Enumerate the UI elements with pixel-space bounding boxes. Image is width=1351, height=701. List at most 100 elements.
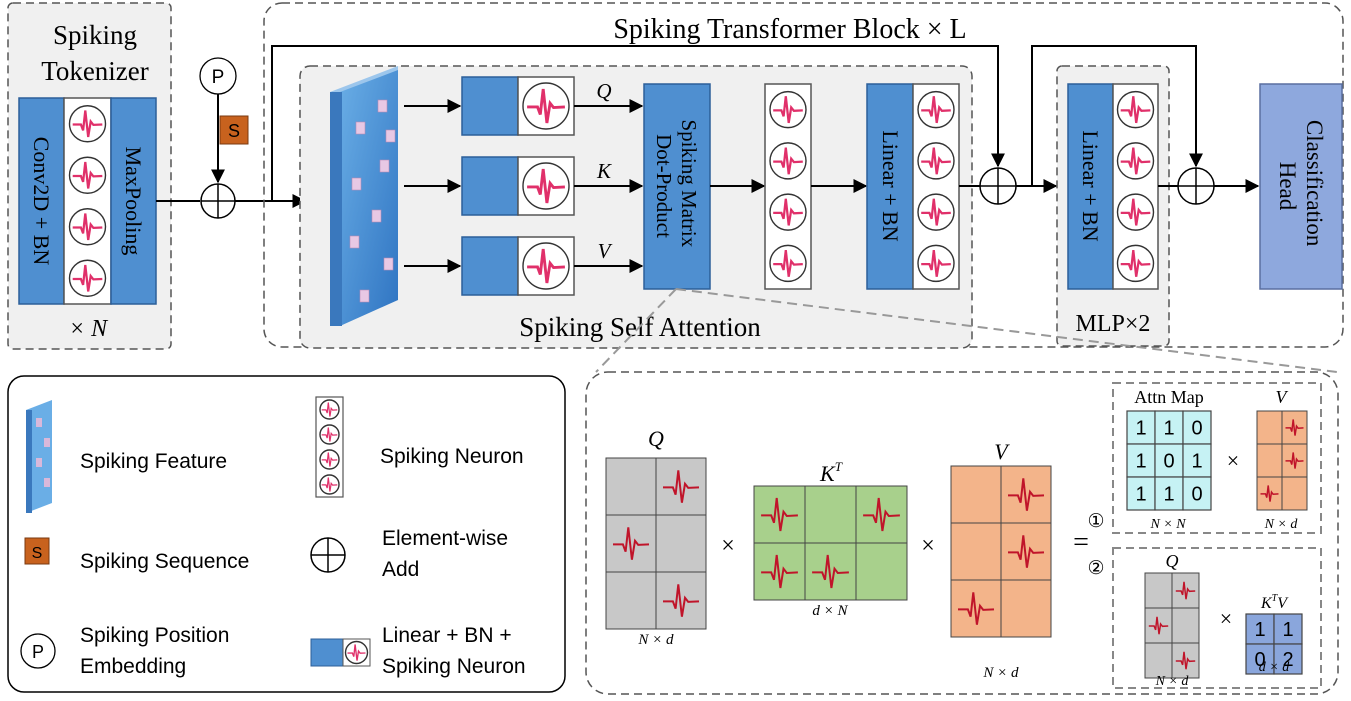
legend-pe-symbol: P <box>32 642 44 662</box>
v-small-dim: N × d <box>1264 517 1299 532</box>
conv-bn-label: Conv2D + BN <box>29 137 54 266</box>
matrix-cell <box>753 542 806 601</box>
spiking-neuron-icon <box>1116 193 1155 231</box>
classification-head-line2: Head <box>1275 162 1300 211</box>
legend-element-add-line2: Add <box>382 558 419 581</box>
mlp-linear-label: Linear + BN <box>1078 130 1103 241</box>
matrix-cell: 1 <box>1154 410 1184 445</box>
legend-pe-line2: Embedding <box>80 655 186 678</box>
detail-kt-dim: d × N <box>812 603 848 619</box>
v-linear-block <box>461 236 519 296</box>
spiking-neuron-icon <box>917 193 955 231</box>
spiking-neuron-icon <box>917 142 955 180</box>
q-small-label: Q <box>1166 551 1179 571</box>
feature-spike-patch <box>355 121 366 135</box>
legend-spiking-neuron: Spiking Neuron <box>380 445 524 468</box>
spiking-neuron-icon <box>769 193 807 231</box>
classification-head-block <box>1259 83 1343 290</box>
matrix-cell <box>804 542 857 601</box>
spiking-neuron-icon <box>319 399 340 420</box>
matrix-cell: 1 <box>1126 476 1156 511</box>
detail-kt-label: KT <box>819 459 843 486</box>
ktv-label: KTV <box>1260 593 1289 612</box>
feature-spike-patch <box>351 177 362 191</box>
tokenizer-neurons <box>68 105 107 297</box>
matrix-cell: 0 <box>1245 643 1275 675</box>
matrix-cell <box>950 522 1002 581</box>
matrix-cell <box>1144 642 1173 679</box>
matrix-cell: 0 <box>1154 443 1184 478</box>
matrix-cell <box>1171 572 1200 609</box>
spiking-neuron-icon <box>1116 142 1155 180</box>
maxpooling-label: MaxPooling <box>121 147 146 256</box>
spiking-neuron-icon <box>917 244 955 283</box>
matrix-cell <box>655 571 707 630</box>
legend-pe-line1: Spiking Position <box>80 624 229 647</box>
matrix-cell <box>1144 607 1173 644</box>
v-spiking-neuron-icon <box>522 242 570 290</box>
legend-spiking-sequence-icon <box>24 537 50 565</box>
q-small-dim: N × d <box>1155 674 1190 689</box>
matrix-cell <box>605 457 657 516</box>
legend-linear-line1: Linear + BN + <box>382 624 512 647</box>
feature-spike-patch <box>377 99 388 113</box>
legend-linear-icon-block <box>310 638 344 667</box>
matrix-cell <box>605 514 657 573</box>
attn-map-dim: N × N <box>1149 517 1186 532</box>
spiking-neuron-icon <box>68 259 107 297</box>
tokenizer-title-line2: Tokenizer <box>41 56 149 86</box>
matrix-cell <box>753 485 806 544</box>
legend-sequence-symbol: S <box>32 545 43 562</box>
k-label: K <box>596 159 612 183</box>
ssa-linear-neurons <box>917 90 955 283</box>
detail-times-2: × <box>921 533 935 559</box>
detail-times-1: × <box>721 533 735 559</box>
matrix-cell <box>950 579 1002 638</box>
svg-text:1: 1 <box>1163 484 1174 506</box>
k-linear-block <box>461 156 519 216</box>
matrix-cell <box>1281 410 1308 445</box>
spiking-neuron-icon <box>68 208 107 246</box>
matrix-cell: 1 <box>1245 613 1275 645</box>
svg-text:0: 0 <box>1254 649 1265 671</box>
zoom-line-left <box>595 288 677 373</box>
detail-equals: = <box>1073 527 1089 558</box>
tokenizer-title-line1: Spiking <box>53 20 137 50</box>
spiking-neuron-icon <box>68 156 107 194</box>
svg-text:2: 2 <box>1282 649 1293 671</box>
matrix-cell <box>1144 572 1173 609</box>
matrix-cell <box>855 485 908 544</box>
matrix-cell <box>655 457 707 516</box>
q-small-matrix <box>1144 572 1200 679</box>
matrix-cell: 1 <box>1126 443 1156 478</box>
detail-v-dim: N × d <box>982 665 1019 681</box>
matrix-cell <box>655 514 707 573</box>
ssa-linear-label: Linear + BN <box>878 130 903 241</box>
detail-times-4: × <box>1220 606 1232 631</box>
legend-box <box>7 375 566 693</box>
spiking-sequence-symbol: S <box>228 121 240 141</box>
classification-head-line1: Classification <box>1302 120 1327 247</box>
svg-text:1: 1 <box>1135 451 1146 473</box>
detail-times-3: × <box>1227 448 1239 473</box>
spiking-neuron-icon <box>68 105 107 143</box>
legend-linear-neuron <box>344 640 369 665</box>
matrix-cell: 2 <box>1273 643 1303 675</box>
matrix-cell <box>1281 476 1308 511</box>
spiking-feature-slab <box>330 66 398 326</box>
matrix-cell <box>855 542 908 601</box>
mlp-title: MLP×2 <box>1076 311 1151 337</box>
matrix-cell <box>1000 579 1052 638</box>
pe-symbol: P <box>212 67 225 88</box>
matrix-cell <box>1256 476 1283 511</box>
spiking-neuron-icon <box>769 142 807 180</box>
legend-element-add-line1: Element-wise <box>382 527 508 550</box>
legend-spiking-sequence: Spiking Sequence <box>80 550 249 573</box>
spiking-sequence-square <box>219 115 249 145</box>
residual-connection-2 <box>1031 45 1203 186</box>
matrix-cell <box>950 465 1002 524</box>
matrix-cell <box>1281 443 1308 478</box>
matrix-cell: 0 <box>1182 476 1212 511</box>
